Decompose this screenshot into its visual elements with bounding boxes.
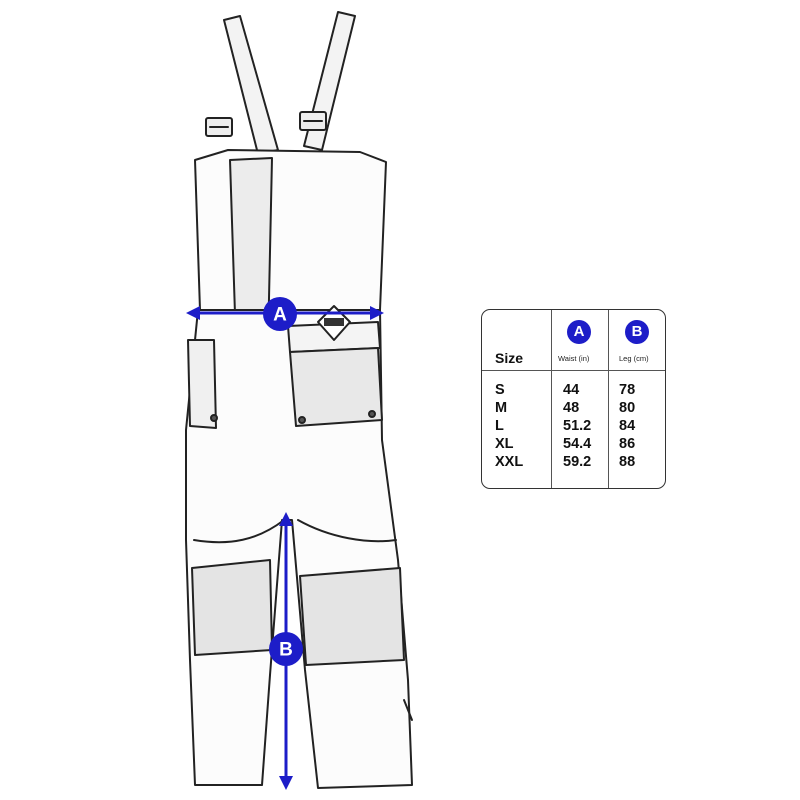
right-knee-patch <box>299 567 405 666</box>
right-pocket <box>289 347 383 427</box>
waist-cell: 59.2 <box>563 454 592 470</box>
waist-badge-a: A <box>567 320 591 344</box>
column-divider <box>608 310 609 488</box>
marker-b: B <box>279 640 293 661</box>
waist-cell: 51.2 <box>563 418 592 434</box>
left-pocket <box>187 339 217 429</box>
waist-cell: 44 <box>563 382 580 398</box>
size-cell: XL <box>495 436 514 452</box>
leg-cell: 86 <box>619 436 636 452</box>
size-header: Size <box>495 350 524 366</box>
leg-cell: 80 <box>619 400 636 416</box>
marker-a: A <box>273 305 287 326</box>
trouser-outline <box>185 309 413 789</box>
leg-cell: 78 <box>619 382 636 398</box>
leg-cell: 88 <box>619 454 636 470</box>
marker-a-badge <box>263 297 297 331</box>
waist-cell: 54.4 <box>563 436 592 452</box>
marker-b-badge <box>269 632 303 666</box>
column-divider <box>551 310 552 488</box>
left-knee-patch <box>191 559 273 656</box>
waist-cell: 48 <box>563 400 580 416</box>
leg-label: Leg (cm) <box>619 354 649 363</box>
leg-cell: 84 <box>619 418 636 434</box>
size-cell: S <box>495 382 505 398</box>
waist-label: Waist (in) <box>558 354 590 363</box>
bib-body <box>194 149 387 311</box>
header-divider <box>482 370 665 371</box>
size-cell: M <box>495 400 508 416</box>
leg-badge-b: B <box>625 320 649 344</box>
size-chart: Size A Waist (in) B Leg (cm) S 44 78 M 4… <box>481 309 666 489</box>
size-cell: XXL <box>495 454 524 470</box>
size-cell: L <box>495 418 504 434</box>
